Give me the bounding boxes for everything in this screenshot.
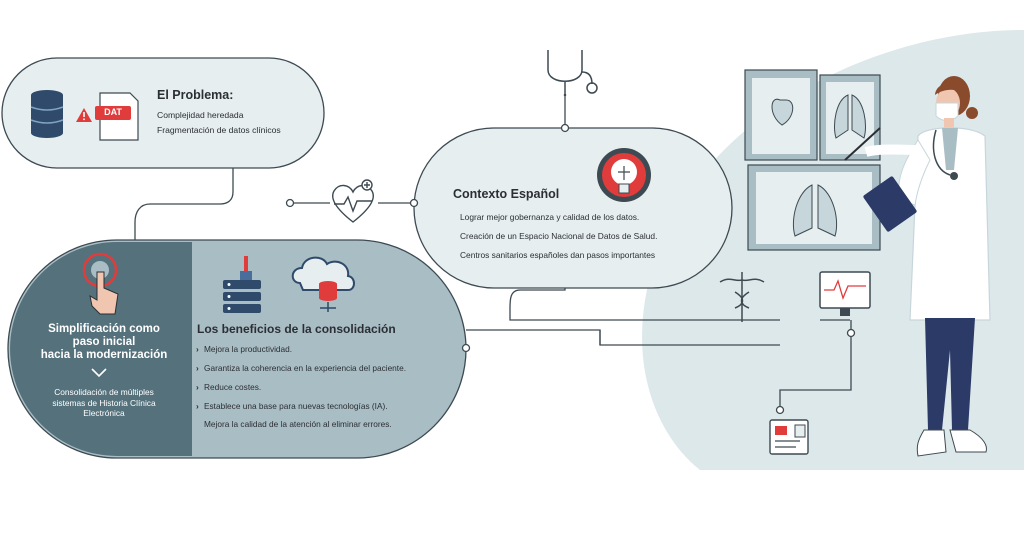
gear-lightbulb-icon	[597, 148, 651, 202]
dat-label: DAT	[104, 107, 122, 117]
doctor-illustration	[844, 76, 991, 457]
xray-panel-heart	[744, 69, 818, 161]
warning-icon	[76, 108, 92, 122]
simplification-title: Simplificación como paso inicial hacia l…	[20, 323, 188, 362]
medical-records-icon	[769, 419, 809, 455]
simplification-title-line-3: hacia la modernización	[40, 349, 168, 361]
server-brush-icon	[223, 256, 261, 313]
simplification-desc-line-3: Electrónica	[83, 408, 125, 418]
xray-panel-lungs-top	[819, 74, 881, 161]
problem-line-1: Complejidad heredada	[157, 110, 244, 120]
benefits-title: Los beneficios de la consolidación	[197, 322, 396, 336]
context-line-3: Centros sanitarios españoles dan pasos i…	[460, 250, 656, 260]
benefit-item-3-text: Reduce costes.	[204, 382, 262, 392]
problem-panel	[1, 57, 325, 169]
connector-dots	[285, 123, 856, 415]
benefit-item-3: › Reduce costes.	[196, 382, 261, 392]
benefit-item-5: Mejora la calidad de la atención al elim…	[196, 419, 392, 429]
simplification-title-line-2: paso inicial	[72, 336, 136, 348]
simplification-panel	[10, 242, 192, 456]
benefit-item-4: › Establece una base para nuevas tecnolog…	[196, 401, 388, 411]
chevron-right-icon: ›	[196, 363, 199, 373]
database-icon	[30, 90, 64, 138]
context-line-2: Creación de un Espacio Nacional de Datos…	[460, 231, 658, 241]
xray-panel-lungs-bottom	[747, 164, 881, 251]
chevron-down-icon	[90, 366, 108, 378]
hand-touch-icon	[82, 252, 119, 315]
context-title: Contexto Español	[453, 187, 560, 201]
context-panel	[413, 127, 733, 289]
connector-lines	[134, 95, 852, 410]
chevron-right-icon: ›	[196, 382, 199, 392]
benefit-item-1: › Mejora la productividad.	[196, 344, 292, 354]
chevron-right-icon: ›	[196, 344, 199, 354]
context-line-1: Lograr mejor gobernanza y calidad de los…	[460, 212, 640, 222]
simplification-title-line-1: Simplificación como	[48, 323, 160, 335]
dat-file-icon	[95, 92, 139, 141]
benefit-item-1-text: Mejora la productividad.	[204, 344, 293, 354]
cloud-database-icon	[291, 256, 355, 312]
benefit-item-5-text: Mejora la calidad de la atención al elim…	[204, 419, 392, 429]
medical-monitor-icon	[819, 271, 871, 316]
benefit-item-2-text: Garantiza la coherencia en la experienci…	[204, 363, 407, 373]
problem-line-2: Fragmentación de datos clínicos	[157, 125, 281, 135]
heart-pulse-icon	[332, 179, 374, 223]
simplification-description: Consolidación de múltiples sistemas de H…	[20, 387, 188, 419]
stethoscope-icon	[547, 50, 598, 97]
chevron-right-icon: ›	[196, 401, 199, 411]
caduceus-icon	[719, 272, 765, 322]
problem-title: El Problema:	[157, 88, 234, 102]
benefit-item-4-text: Establece una base para nuevas tecnologí…	[204, 401, 388, 411]
benefit-item-2: › Garantiza la coherencia en la experienc…	[196, 363, 406, 373]
simplification-desc-line-2: sistemas de Historia Clínica	[52, 397, 156, 408]
simplification-desc-line-1: Consolidación de múltiples	[54, 387, 154, 397]
